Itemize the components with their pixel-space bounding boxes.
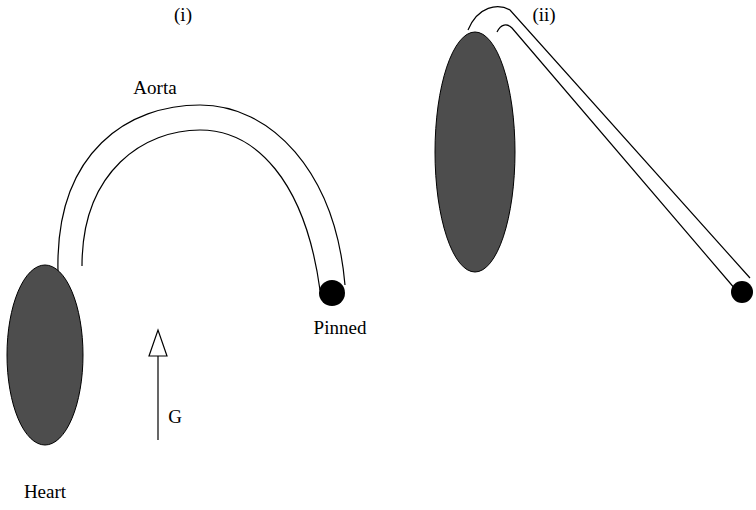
part-name: Pinned (314, 318, 367, 339)
pin-dot (319, 280, 345, 306)
aorta-outer-wall (58, 105, 345, 285)
part-name: Aorta (133, 78, 176, 99)
symbol-label: G (168, 407, 182, 428)
heart-shape (435, 32, 515, 272)
panel-label: (i) (174, 5, 192, 26)
part-name: Heart (24, 482, 66, 503)
aorta-inner-wall (82, 130, 320, 290)
aorta-inner-wall (497, 25, 736, 290)
gravity-arrow (149, 330, 167, 440)
panel-label: (ii) (532, 5, 555, 26)
pin-dot (731, 281, 753, 303)
heart-shape (7, 265, 83, 445)
